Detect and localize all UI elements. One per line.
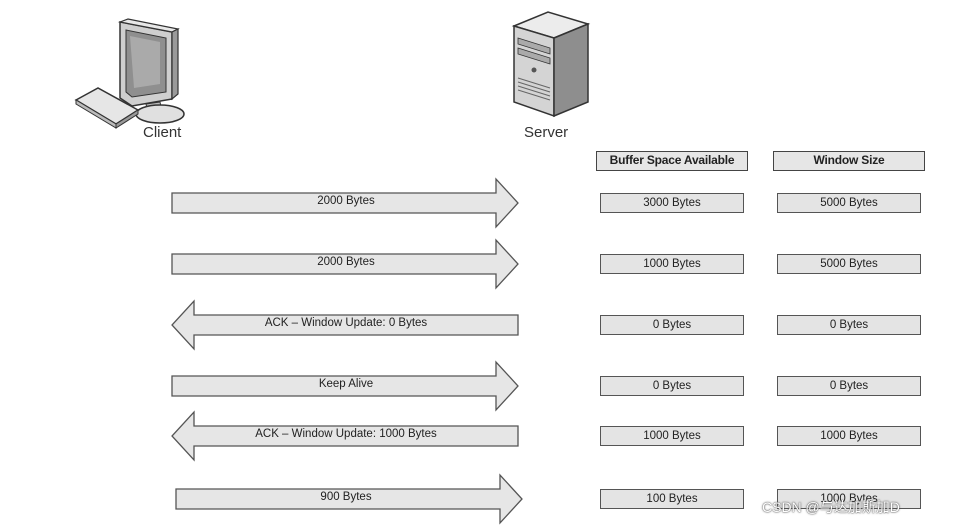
server-label: Server: [524, 124, 569, 141]
buffer-space-cell: 1000 Bytes: [600, 254, 744, 274]
window-size-cell: 5000 Bytes: [777, 254, 921, 274]
message-arrow-4: [171, 360, 519, 412]
message-label: 2000 Bytes: [317, 195, 375, 207]
client-label: Client: [143, 124, 182, 141]
message-arrow-3: [171, 299, 519, 351]
window-size-cell: 1000 Bytes: [777, 489, 921, 509]
buffer-space-header: Buffer Space Available: [596, 151, 748, 171]
buffer-space-cell: 1000 Bytes: [600, 426, 744, 446]
window-size-cell: 0 Bytes: [777, 376, 921, 396]
window-size-cell: 0 Bytes: [777, 315, 921, 335]
message-label: 2000 Bytes: [317, 256, 375, 268]
computer-monitor-icon: [74, 18, 185, 129]
window-size-cell: 5000 Bytes: [777, 193, 921, 213]
message-label: Keep Alive: [318, 378, 374, 390]
buffer-space-cell: 0 Bytes: [600, 315, 744, 335]
message-arrow-2: [171, 238, 519, 290]
buffer-space-cell: 0 Bytes: [600, 376, 744, 396]
message-arrow-5: [171, 410, 519, 462]
csdn-watermark: CSDN @与达加斯加D: [762, 499, 900, 515]
message-arrow-6: [175, 473, 523, 525]
message-arrow-1: [171, 177, 519, 229]
buffer-space-cell: 3000 Bytes: [600, 193, 744, 213]
message-label: 900 Bytes: [320, 491, 372, 503]
message-label: ACK – Window Update: 0 Bytes: [264, 317, 428, 329]
message-label: ACK – Window Update: 1000 Bytes: [255, 428, 437, 440]
window-size-cell: 1000 Bytes: [777, 426, 921, 446]
buffer-space-cell: 100 Bytes: [600, 489, 744, 509]
window-size-header: Window Size: [773, 151, 925, 171]
server-tower-icon: [511, 11, 591, 118]
